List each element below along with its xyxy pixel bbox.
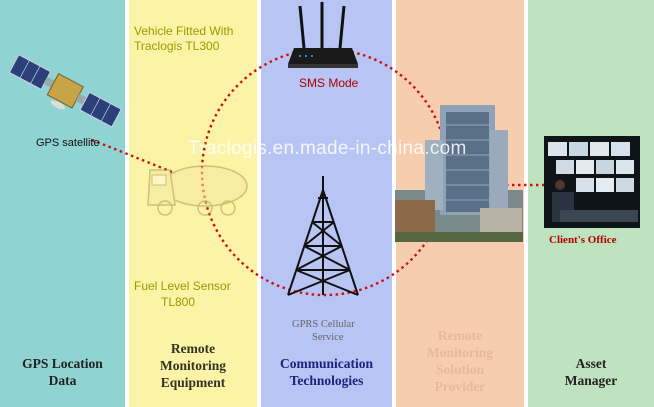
column-label-gps: GPS Location Data bbox=[22, 356, 103, 388]
link-satellite-vehicle bbox=[91, 138, 173, 174]
fuel-sensor-label-line2: TL800 bbox=[161, 295, 196, 309]
column-label-communication: Communication Technologies bbox=[279, 356, 373, 388]
tanker-truck-icon bbox=[147, 165, 248, 216]
watermark-text: Traclogis.en.made-in-china.com bbox=[188, 138, 467, 159]
satellite-icon bbox=[8, 54, 122, 128]
router-icon bbox=[288, 2, 358, 68]
vehicle-label-line1: Vehicle Fitted With bbox=[134, 24, 234, 38]
gprs-label-line1: GPRS Cellular bbox=[292, 319, 355, 330]
gprs-label-line2: Service bbox=[312, 332, 344, 343]
column-label-provider: Remote Monitoring Solution Provider bbox=[427, 328, 493, 394]
office-building-icon bbox=[395, 105, 523, 242]
client-office-icon bbox=[544, 136, 640, 228]
vehicle-label-line2: Traclogis TL300 bbox=[134, 39, 220, 53]
gps-satellite-label: GPS satellite bbox=[36, 137, 100, 149]
clients-office-label: Client's Office bbox=[549, 234, 617, 246]
fuel-sensor-label-line1: Fuel Level Sensor bbox=[134, 279, 231, 293]
column-label-asset-manager: Asset Manager bbox=[564, 356, 618, 388]
column-label-equipment: Remote Monitoring Equipment bbox=[160, 341, 226, 390]
gprs-tower-icon bbox=[287, 176, 359, 296]
sms-mode-label: SMS Mode bbox=[299, 76, 359, 90]
